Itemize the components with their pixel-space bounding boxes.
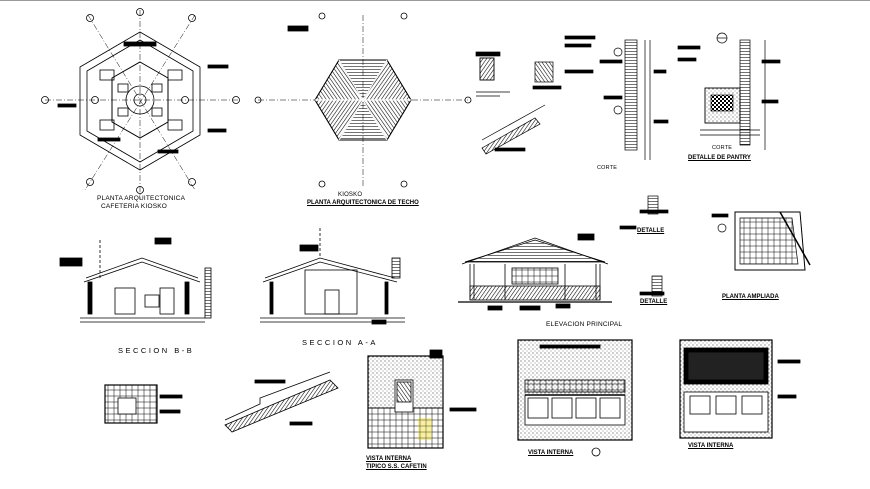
vista-banos-label-1: VISTA INTERNA bbox=[366, 456, 412, 462]
corte-label-1: CORTE bbox=[597, 165, 618, 171]
seccion-aa-label: SECCION A-A bbox=[302, 338, 378, 347]
seccion-bb-label: SECCION B-B bbox=[118, 346, 195, 355]
vista-interna-label-2: VISTA INTERNA bbox=[688, 443, 734, 449]
elevacion-principal-label: ELEVACION PRINCIPAL bbox=[546, 321, 623, 328]
detalle-label-1: DETALLE bbox=[637, 228, 665, 234]
planta-ampliada-label: PLANTA AMPLIADA bbox=[722, 294, 779, 300]
plan-title-line1: PLANTA ARQUITECTONICA bbox=[97, 195, 186, 202]
detalle-pantry-label: DETALLE DE PANTRY bbox=[688, 155, 751, 161]
roof-title-line1: KIOSKO bbox=[338, 192, 363, 198]
corte-label-2: CORTE bbox=[712, 145, 733, 151]
detalle-label-2: DETALLE bbox=[640, 299, 668, 305]
section-b-b-drawing bbox=[59, 237, 212, 323]
plan-view-hexagon bbox=[41, 8, 240, 200]
small-details bbox=[619, 195, 811, 297]
plan-title-line2: CAFETERIA KIOSKO bbox=[101, 203, 168, 210]
section-a-a-drawing bbox=[260, 228, 405, 325]
roof-title-line2: PLANTA ARQUITECTONICA DE TECHO bbox=[307, 200, 419, 206]
construction-details bbox=[475, 32, 781, 160]
roof-plan-hexagon bbox=[254, 12, 472, 188]
bottom-details bbox=[104, 339, 801, 457]
main-elevation-drawing bbox=[458, 233, 612, 311]
vista-banos-label-2: TIPICO S.S. CAFETIN bbox=[366, 464, 427, 470]
vista-interna-label-1: VISTA INTERNA bbox=[528, 450, 574, 456]
